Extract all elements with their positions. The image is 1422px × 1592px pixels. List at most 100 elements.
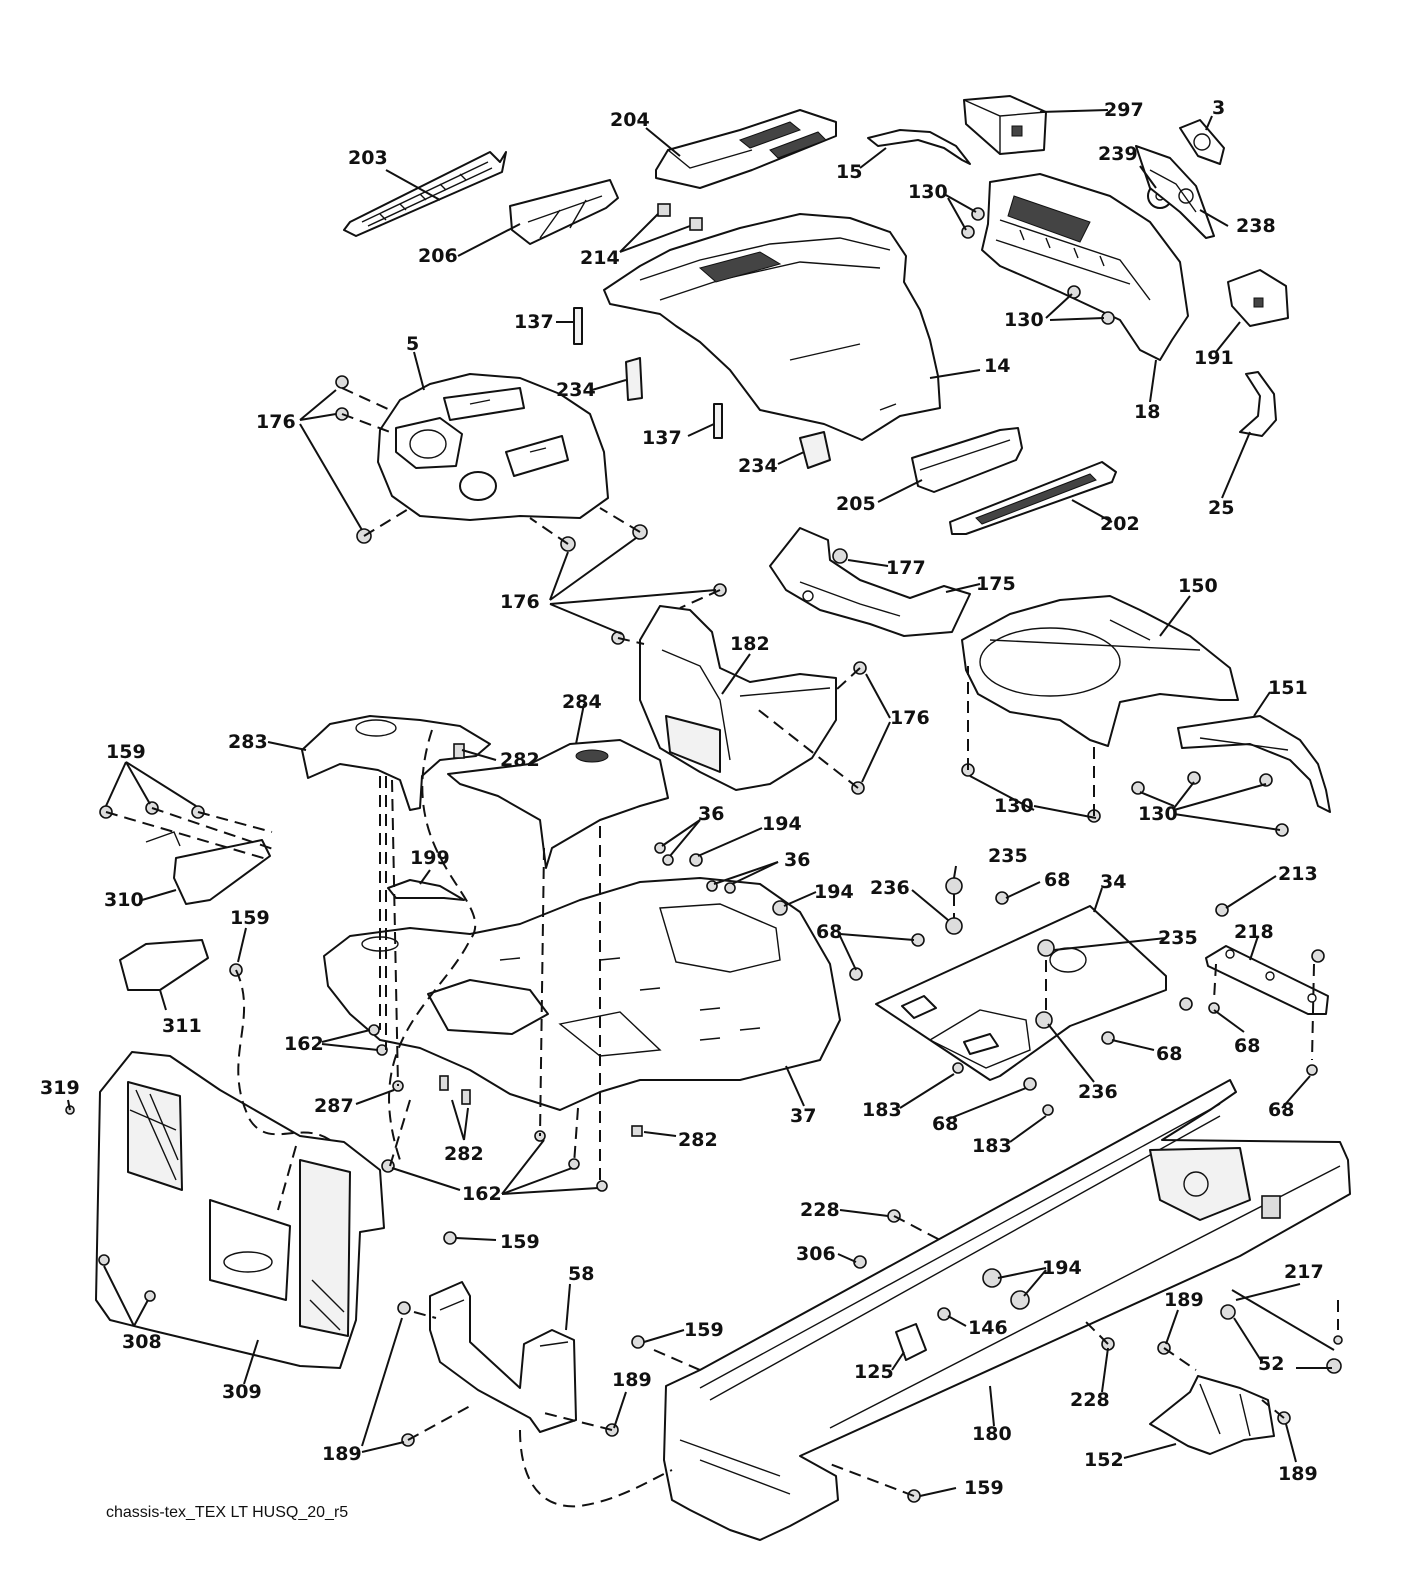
callout-162: 162	[284, 1033, 324, 1055]
part-284-seat-pan	[447, 739, 669, 869]
callout-310: 310	[104, 889, 144, 911]
part-182-front-panel	[639, 605, 837, 791]
part-drawings	[65, 95, 1351, 1541]
callout-68: 68	[1234, 1035, 1260, 1057]
part-34-hitch-plate	[875, 905, 1167, 1081]
callout-159: 159	[500, 1231, 540, 1253]
callout-159: 159	[230, 907, 270, 929]
callout-68: 68	[932, 1113, 958, 1135]
part-311-bracket	[119, 939, 209, 991]
part-199-plate	[387, 879, 465, 901]
callout-234: 234	[738, 455, 778, 477]
callout-130: 130	[994, 795, 1034, 817]
part-309-rear-panel	[95, 1051, 385, 1369]
part-204-hood-vent	[655, 109, 837, 189]
callout-282: 282	[678, 1129, 718, 1151]
callout-177: 177	[886, 557, 926, 579]
callout-151: 151	[1268, 677, 1308, 699]
callout-234: 234	[556, 379, 596, 401]
callout-137: 137	[642, 427, 682, 449]
callout-194: 194	[1042, 1257, 1082, 1279]
callout-58: 58	[568, 1263, 594, 1285]
part-297-foam-block	[963, 95, 1047, 155]
callout-5: 5	[406, 333, 419, 355]
callout-labels: 3 297 204 203 15 239 238 130 206 214 130…	[40, 97, 1324, 1499]
callout-214: 214	[580, 247, 620, 269]
callout-159: 159	[684, 1319, 724, 1341]
part-206-dash-insert	[509, 179, 619, 245]
callout-14: 14	[984, 355, 1010, 377]
callout-189: 189	[1278, 1463, 1318, 1485]
callout-25: 25	[1208, 497, 1234, 519]
part-151-brace	[1177, 715, 1331, 813]
callout-189: 189	[1164, 1289, 1204, 1311]
callout-204: 204	[610, 109, 650, 131]
part-3-emblem	[1179, 119, 1225, 165]
callout-175: 175	[976, 573, 1016, 595]
callout-191: 191	[1194, 347, 1234, 369]
callout-68: 68	[1268, 1099, 1294, 1121]
callout-228: 228	[1070, 1389, 1110, 1411]
callout-18: 18	[1134, 401, 1160, 423]
callout-297: 297	[1104, 99, 1144, 121]
callout-189: 189	[322, 1443, 362, 1465]
part-25-trim	[1239, 371, 1277, 437]
callout-68: 68	[816, 921, 842, 943]
callout-218: 218	[1234, 921, 1274, 943]
callout-287: 287	[314, 1095, 354, 1117]
leader-lines	[67, 109, 1332, 1497]
callout-189: 189	[612, 1369, 652, 1391]
callout-146: 146	[968, 1317, 1008, 1339]
callout-125: 125	[854, 1361, 894, 1383]
part-283-fender-panel	[301, 715, 491, 811]
callout-235: 235	[1158, 927, 1198, 949]
callout-52: 52	[1258, 1353, 1284, 1375]
callout-3: 3	[1212, 97, 1225, 119]
callout-37: 37	[790, 1105, 816, 1127]
callout-183: 183	[972, 1135, 1012, 1157]
part-310-bracket	[145, 831, 271, 905]
callout-228: 228	[800, 1199, 840, 1221]
callout-213: 213	[1278, 863, 1318, 885]
callout-205: 205	[836, 493, 876, 515]
callout-162: 162	[462, 1183, 502, 1205]
part-180-frame	[663, 1079, 1351, 1541]
callout-15: 15	[836, 161, 862, 183]
part-150-fan-shroud	[961, 595, 1239, 747]
callout-194: 194	[762, 813, 802, 835]
part-14-hood	[603, 213, 941, 441]
drawing-id-label: chassis-tex_TEX LT HUSQ_20_r5	[106, 1504, 349, 1521]
callout-282: 282	[444, 1143, 484, 1165]
callout-182: 182	[730, 633, 770, 655]
callout-36: 36	[784, 849, 810, 871]
callout-150: 150	[1178, 575, 1218, 597]
callout-235: 235	[988, 845, 1028, 867]
callout-283: 283	[228, 731, 268, 753]
callout-137: 137	[514, 311, 554, 333]
callout-284: 284	[562, 691, 602, 713]
callout-176: 176	[500, 591, 540, 613]
callout-319: 319	[40, 1077, 80, 1099]
part-238-cover	[1135, 145, 1215, 239]
callout-203: 203	[348, 147, 388, 169]
callout-194: 194	[814, 881, 854, 903]
part-15-trim-strip	[867, 129, 971, 165]
callout-206: 206	[418, 245, 458, 267]
callout-199: 199	[410, 847, 450, 869]
part-203-grille-strip	[343, 151, 507, 237]
part-205-rear-cover	[911, 427, 1023, 493]
callout-217: 217	[1284, 1261, 1324, 1283]
callout-176: 176	[890, 707, 930, 729]
assembly-dashed-lines	[105, 387, 1339, 1508]
part-18-front-grille	[981, 173, 1189, 361]
callout-183: 183	[862, 1099, 902, 1121]
callout-159: 159	[106, 741, 146, 763]
callout-180: 180	[972, 1423, 1012, 1445]
callout-238: 238	[1236, 215, 1276, 237]
callout-130: 130	[1138, 803, 1178, 825]
part-202-grille-strip	[949, 461, 1117, 535]
callout-36: 36	[698, 803, 724, 825]
part-58-bracket	[429, 1281, 577, 1433]
part-218-bracket	[1205, 945, 1329, 1015]
